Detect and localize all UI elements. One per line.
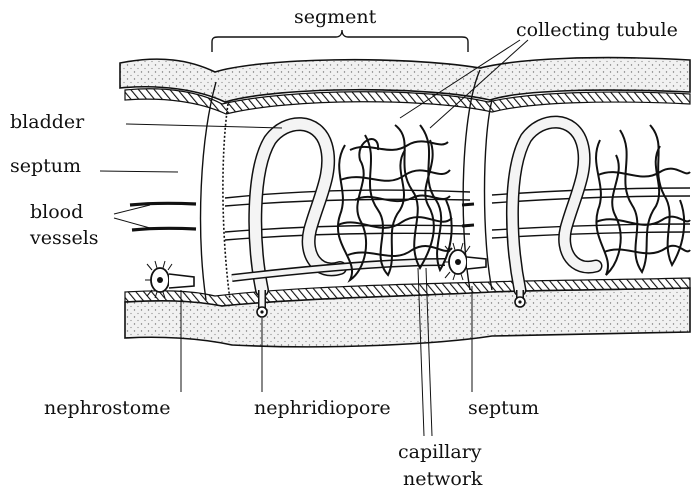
label-septum-left: septum (10, 155, 81, 177)
lower-body-wall (125, 278, 690, 347)
blood-vessel-lower-left (132, 228, 196, 230)
blood-vessel-lower-right (492, 224, 690, 230)
blood-vessels (130, 188, 690, 240)
blood-vessel-stub-top (462, 204, 474, 205)
label-bladder: bladder (10, 111, 85, 133)
segment-bracket (212, 30, 468, 52)
blood-vessel-upper-right (492, 188, 690, 195)
blood-vessel-stub-bottom (462, 225, 474, 226)
blood-vessel-upper-left (130, 203, 196, 205)
nephridium-middle (232, 124, 486, 310)
label-nephridiopore: nephridiopore (254, 397, 391, 419)
label-segment: segment (294, 6, 377, 28)
left-septum (201, 82, 216, 300)
leader-septum-left (100, 171, 178, 172)
leader-bladder (126, 124, 282, 128)
middle-septum-front (223, 104, 230, 300)
label-nephrostome: nephrostome (44, 397, 171, 419)
label-collecting-tubule: collecting tubule (516, 19, 678, 41)
label-septum-bottom: septum (468, 397, 539, 419)
label-capillary-network-line1: capillary (398, 441, 482, 463)
nephridium-right (512, 122, 690, 302)
label-capillary-network-line2: network (403, 468, 483, 490)
label-blood-vessels-line1: blood (30, 201, 83, 223)
capillary-network-coils (338, 125, 452, 280)
label-blood-vessels-line2: vessels (29, 227, 99, 249)
upper-body-wall (120, 58, 690, 114)
blood-vessel-upper-right-2 (492, 196, 690, 203)
leader-blood-vessels-2 (114, 218, 150, 228)
blood-vessel-lower-right-2 (492, 232, 690, 238)
